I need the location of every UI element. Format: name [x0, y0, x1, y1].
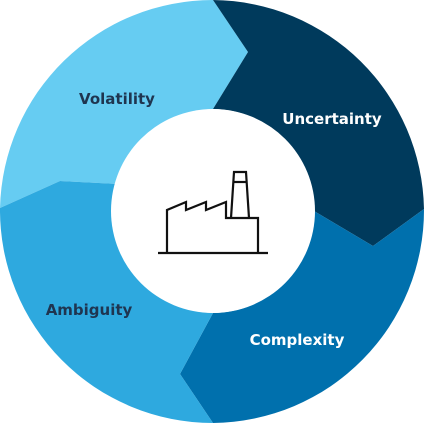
label-complexity: Complexity [250, 331, 345, 349]
segment-volatility [0, 0, 248, 208]
segment-uncertainty [213, 0, 424, 246]
label-ambiguity: Ambiguity [46, 301, 133, 319]
factory-icon [158, 170, 268, 255]
label-volatility: Volatility [79, 90, 155, 108]
segment-ambiguity [0, 181, 213, 423]
center-circle [111, 109, 315, 313]
segment-complexity [180, 209, 425, 423]
label-uncertainty: Uncertainty [282, 110, 382, 128]
